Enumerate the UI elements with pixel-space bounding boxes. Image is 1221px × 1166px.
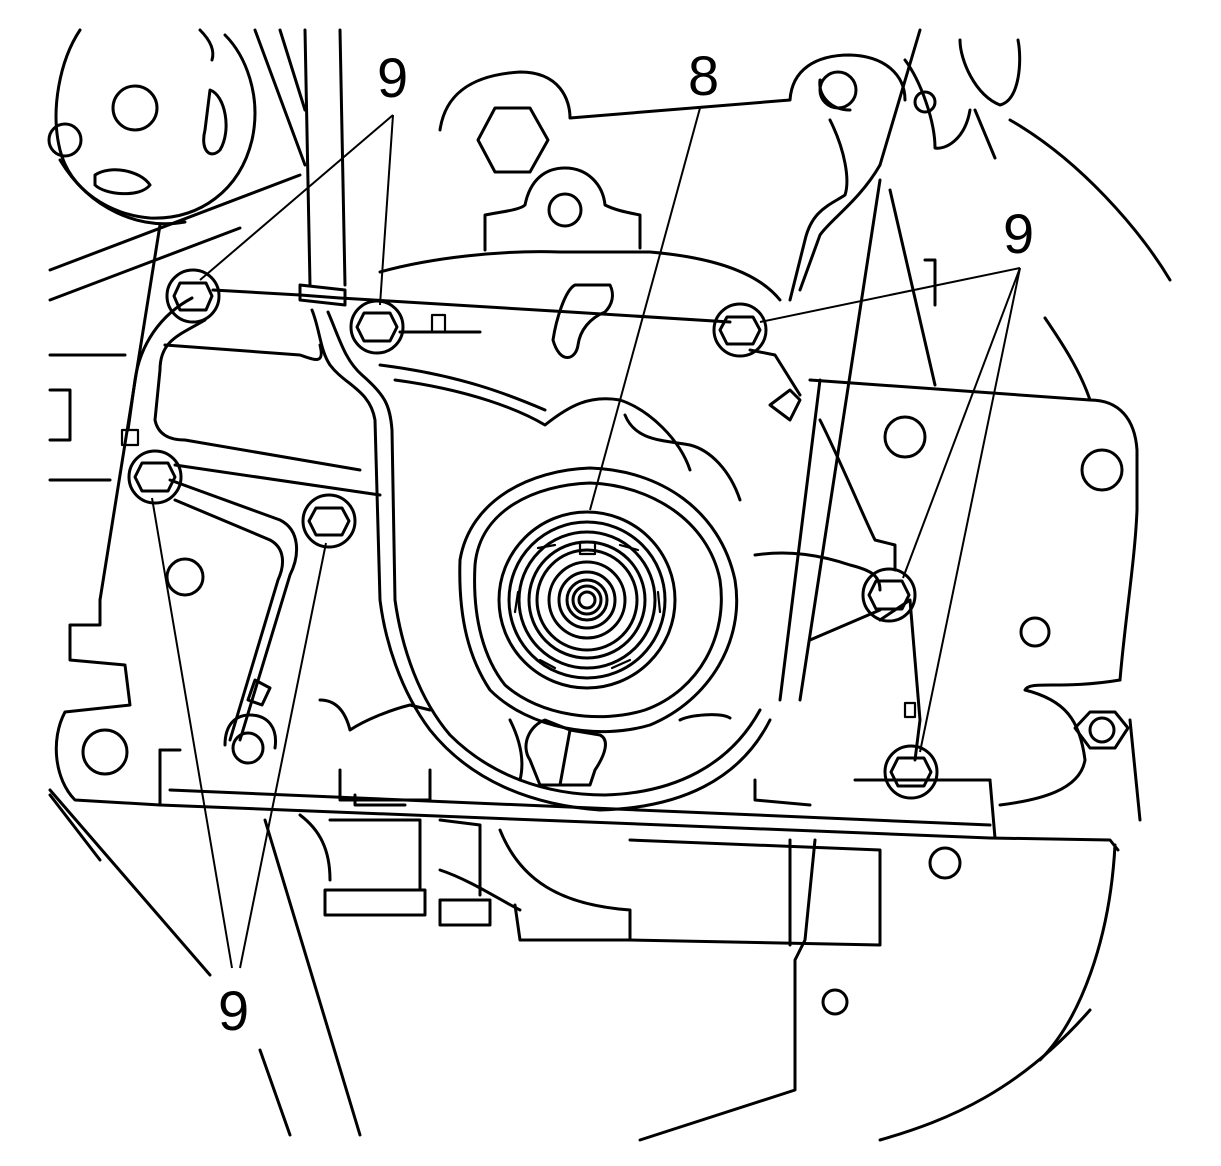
- bolt-right-lower: [883, 744, 939, 800]
- bolt-upper-right: [712, 302, 768, 358]
- callout-seal: 8: [688, 44, 719, 107]
- leader-right-to-right-lower: [919, 267, 1021, 753]
- callout-bolt-bottom: 9: [218, 979, 249, 1042]
- callout-bolt-right: 9: [1003, 202, 1034, 265]
- leader-top-to-upper-center: [379, 114, 394, 306]
- leader-lines: [151, 107, 1021, 969]
- bolt-right-middle: [861, 567, 917, 623]
- leader-right-to-right-middle: [902, 267, 1021, 579]
- timing-pulley: [47, 28, 257, 226]
- hex-bolt-right: [1073, 710, 1130, 750]
- bolt-left-middle: [127, 449, 183, 505]
- hex-bolt-top: [476, 106, 550, 174]
- bracket-upper-right: [778, 28, 937, 702]
- leader-seal: [589, 107, 701, 511]
- timing-belt: [48, 28, 347, 602]
- leader-bottom-to-left-lower: [239, 542, 327, 969]
- bolt-left-lower: [301, 493, 357, 549]
- callout-bolt-top: 9: [377, 46, 408, 109]
- engine-block-outline: [438, 38, 1172, 1142]
- oil-pump-housing: [48, 166, 1120, 1142]
- leader-right-to-upper-right: [759, 267, 1021, 323]
- leader-bottom-to-left-middle: [151, 497, 233, 969]
- leader-top-to-upper-left: [199, 114, 394, 281]
- crankshaft-front-oil-seal: [497, 510, 677, 690]
- bolt-upper-center: [349, 299, 405, 355]
- bolt-upper-left: [165, 268, 221, 324]
